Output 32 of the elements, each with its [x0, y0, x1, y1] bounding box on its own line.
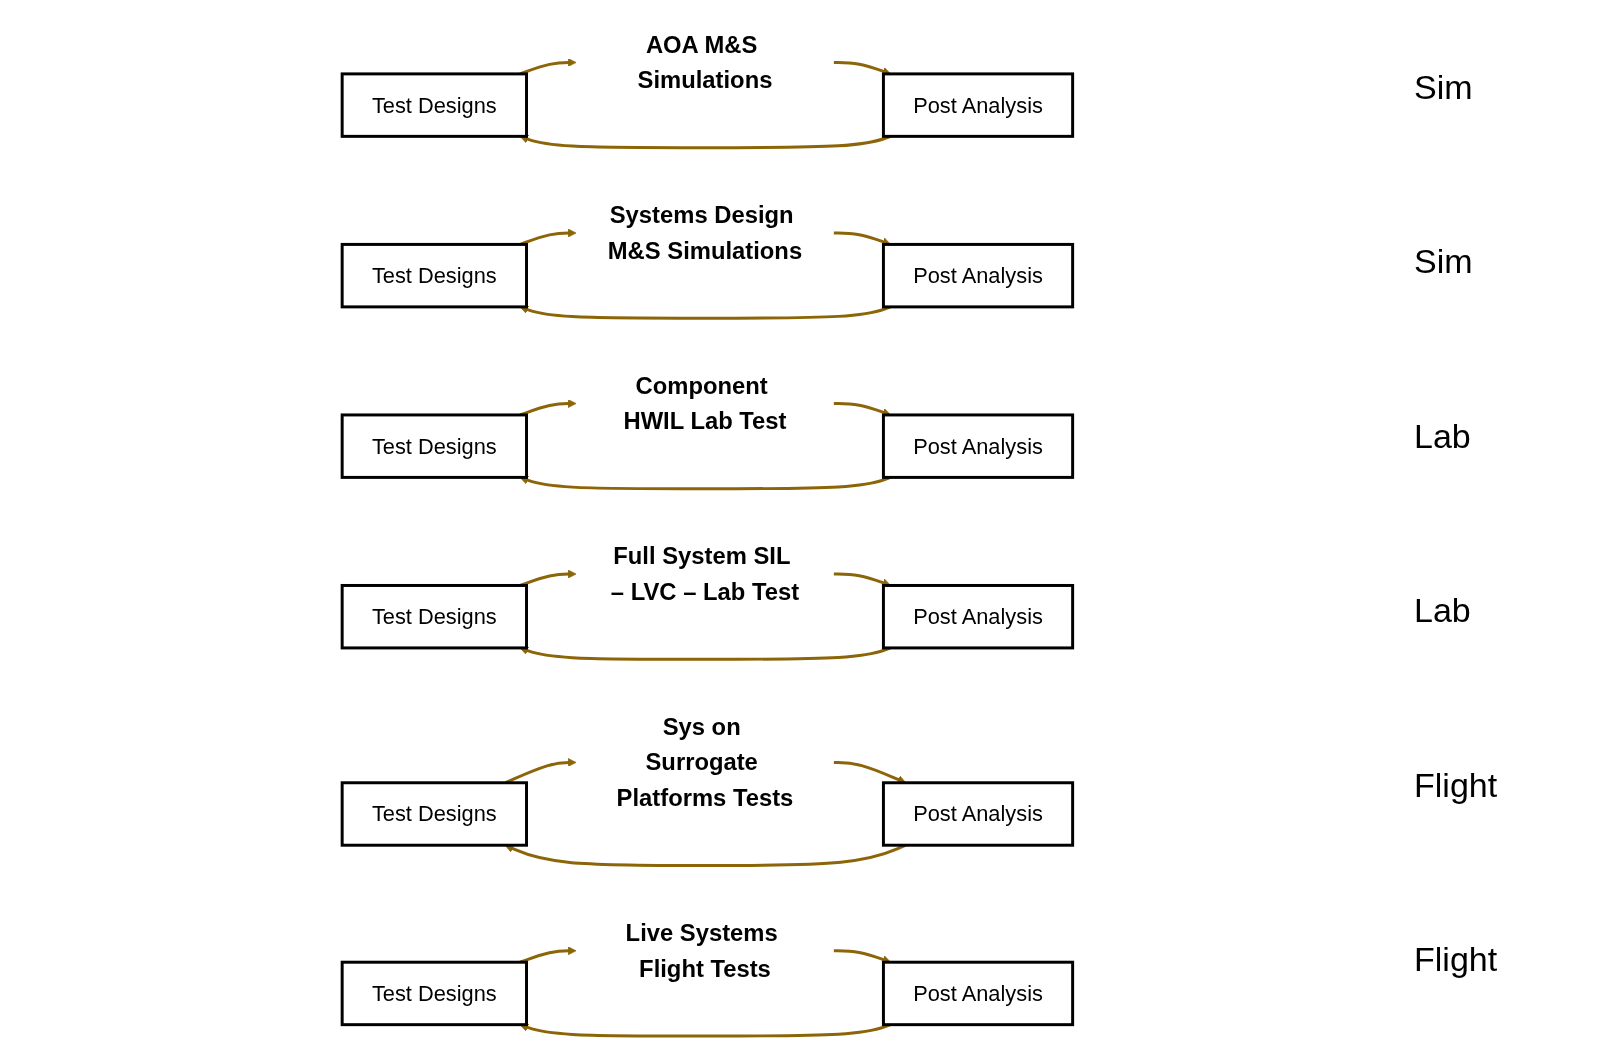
node-text: Component HWIL Lab Test: [623, 371, 787, 434]
node-box: Post Analysis: [881, 960, 1074, 1026]
node-box: Post Analysis: [881, 780, 1074, 847]
node-text: AOA M&S Simulations: [637, 30, 772, 93]
row-label: Lab: [1414, 416, 1472, 456]
node-text: Full System SIL – LVC – Lab Test: [610, 541, 799, 605]
node-box: Test Designs: [340, 242, 528, 308]
arrow: [833, 60, 891, 75]
arrow: [519, 1022, 891, 1038]
arrow: [833, 572, 891, 587]
arrow: [833, 401, 891, 416]
arrow: [519, 646, 891, 661]
node-text: Sys on Surrogate Platforms Tests: [616, 712, 793, 811]
row-label: Flight: [1414, 765, 1499, 805]
node-box: Post Analysis: [881, 583, 1074, 649]
node-box: Test Designs: [340, 780, 528, 847]
arrow: [833, 948, 891, 964]
row-label: Flight: [1414, 940, 1499, 980]
row-label: Sim: [1414, 67, 1474, 107]
node-box: Test Designs: [340, 412, 528, 479]
node-box: Test Designs: [340, 71, 528, 138]
node-box: Post Analysis: [881, 71, 1074, 138]
node-box: Test Designs: [340, 583, 528, 649]
arrow: [833, 231, 891, 246]
arrow: [519, 134, 891, 149]
node-text: Live Systems Flight Tests: [625, 918, 778, 982]
node-box: Post Analysis: [881, 242, 1074, 308]
node-box: Post Analysis: [881, 412, 1074, 479]
node-box: Test Designs: [340, 960, 528, 1026]
row-label: Lab: [1414, 591, 1472, 631]
row-label: Sim: [1414, 242, 1474, 282]
node-text: Systems Design M&S Simulations: [607, 200, 802, 264]
